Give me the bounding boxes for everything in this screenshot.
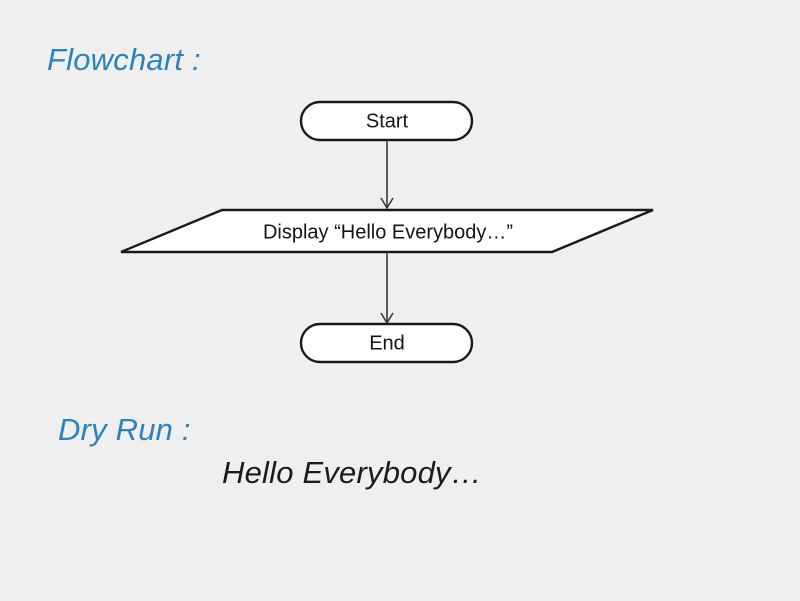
flowchart-node-display-label: Display “Hello Everybody…”: [263, 221, 513, 243]
dryrun-section-heading: Dry Run :: [58, 412, 191, 447]
connector-display-to-end: [380, 252, 394, 325]
parallelogram-shape-display: [120, 208, 654, 254]
connector-start-to-display: [380, 140, 394, 210]
flowchart-section-heading: Flowchart :: [47, 42, 201, 77]
terminator-shape-end: [299, 322, 474, 364]
flowchart-node-start-label: Start: [366, 110, 409, 132]
flowchart-node-start[interactable]: Start: [299, 100, 474, 142]
dryrun-output-text: Hello Everybody…: [222, 455, 482, 490]
flowchart-node-end-label: End: [369, 332, 405, 354]
flowchart-node-end[interactable]: End: [299, 322, 474, 364]
flowchart-node-display[interactable]: Display “Hello Everybody…”: [120, 208, 654, 254]
arrowhead-down-icon: [380, 197, 394, 210]
